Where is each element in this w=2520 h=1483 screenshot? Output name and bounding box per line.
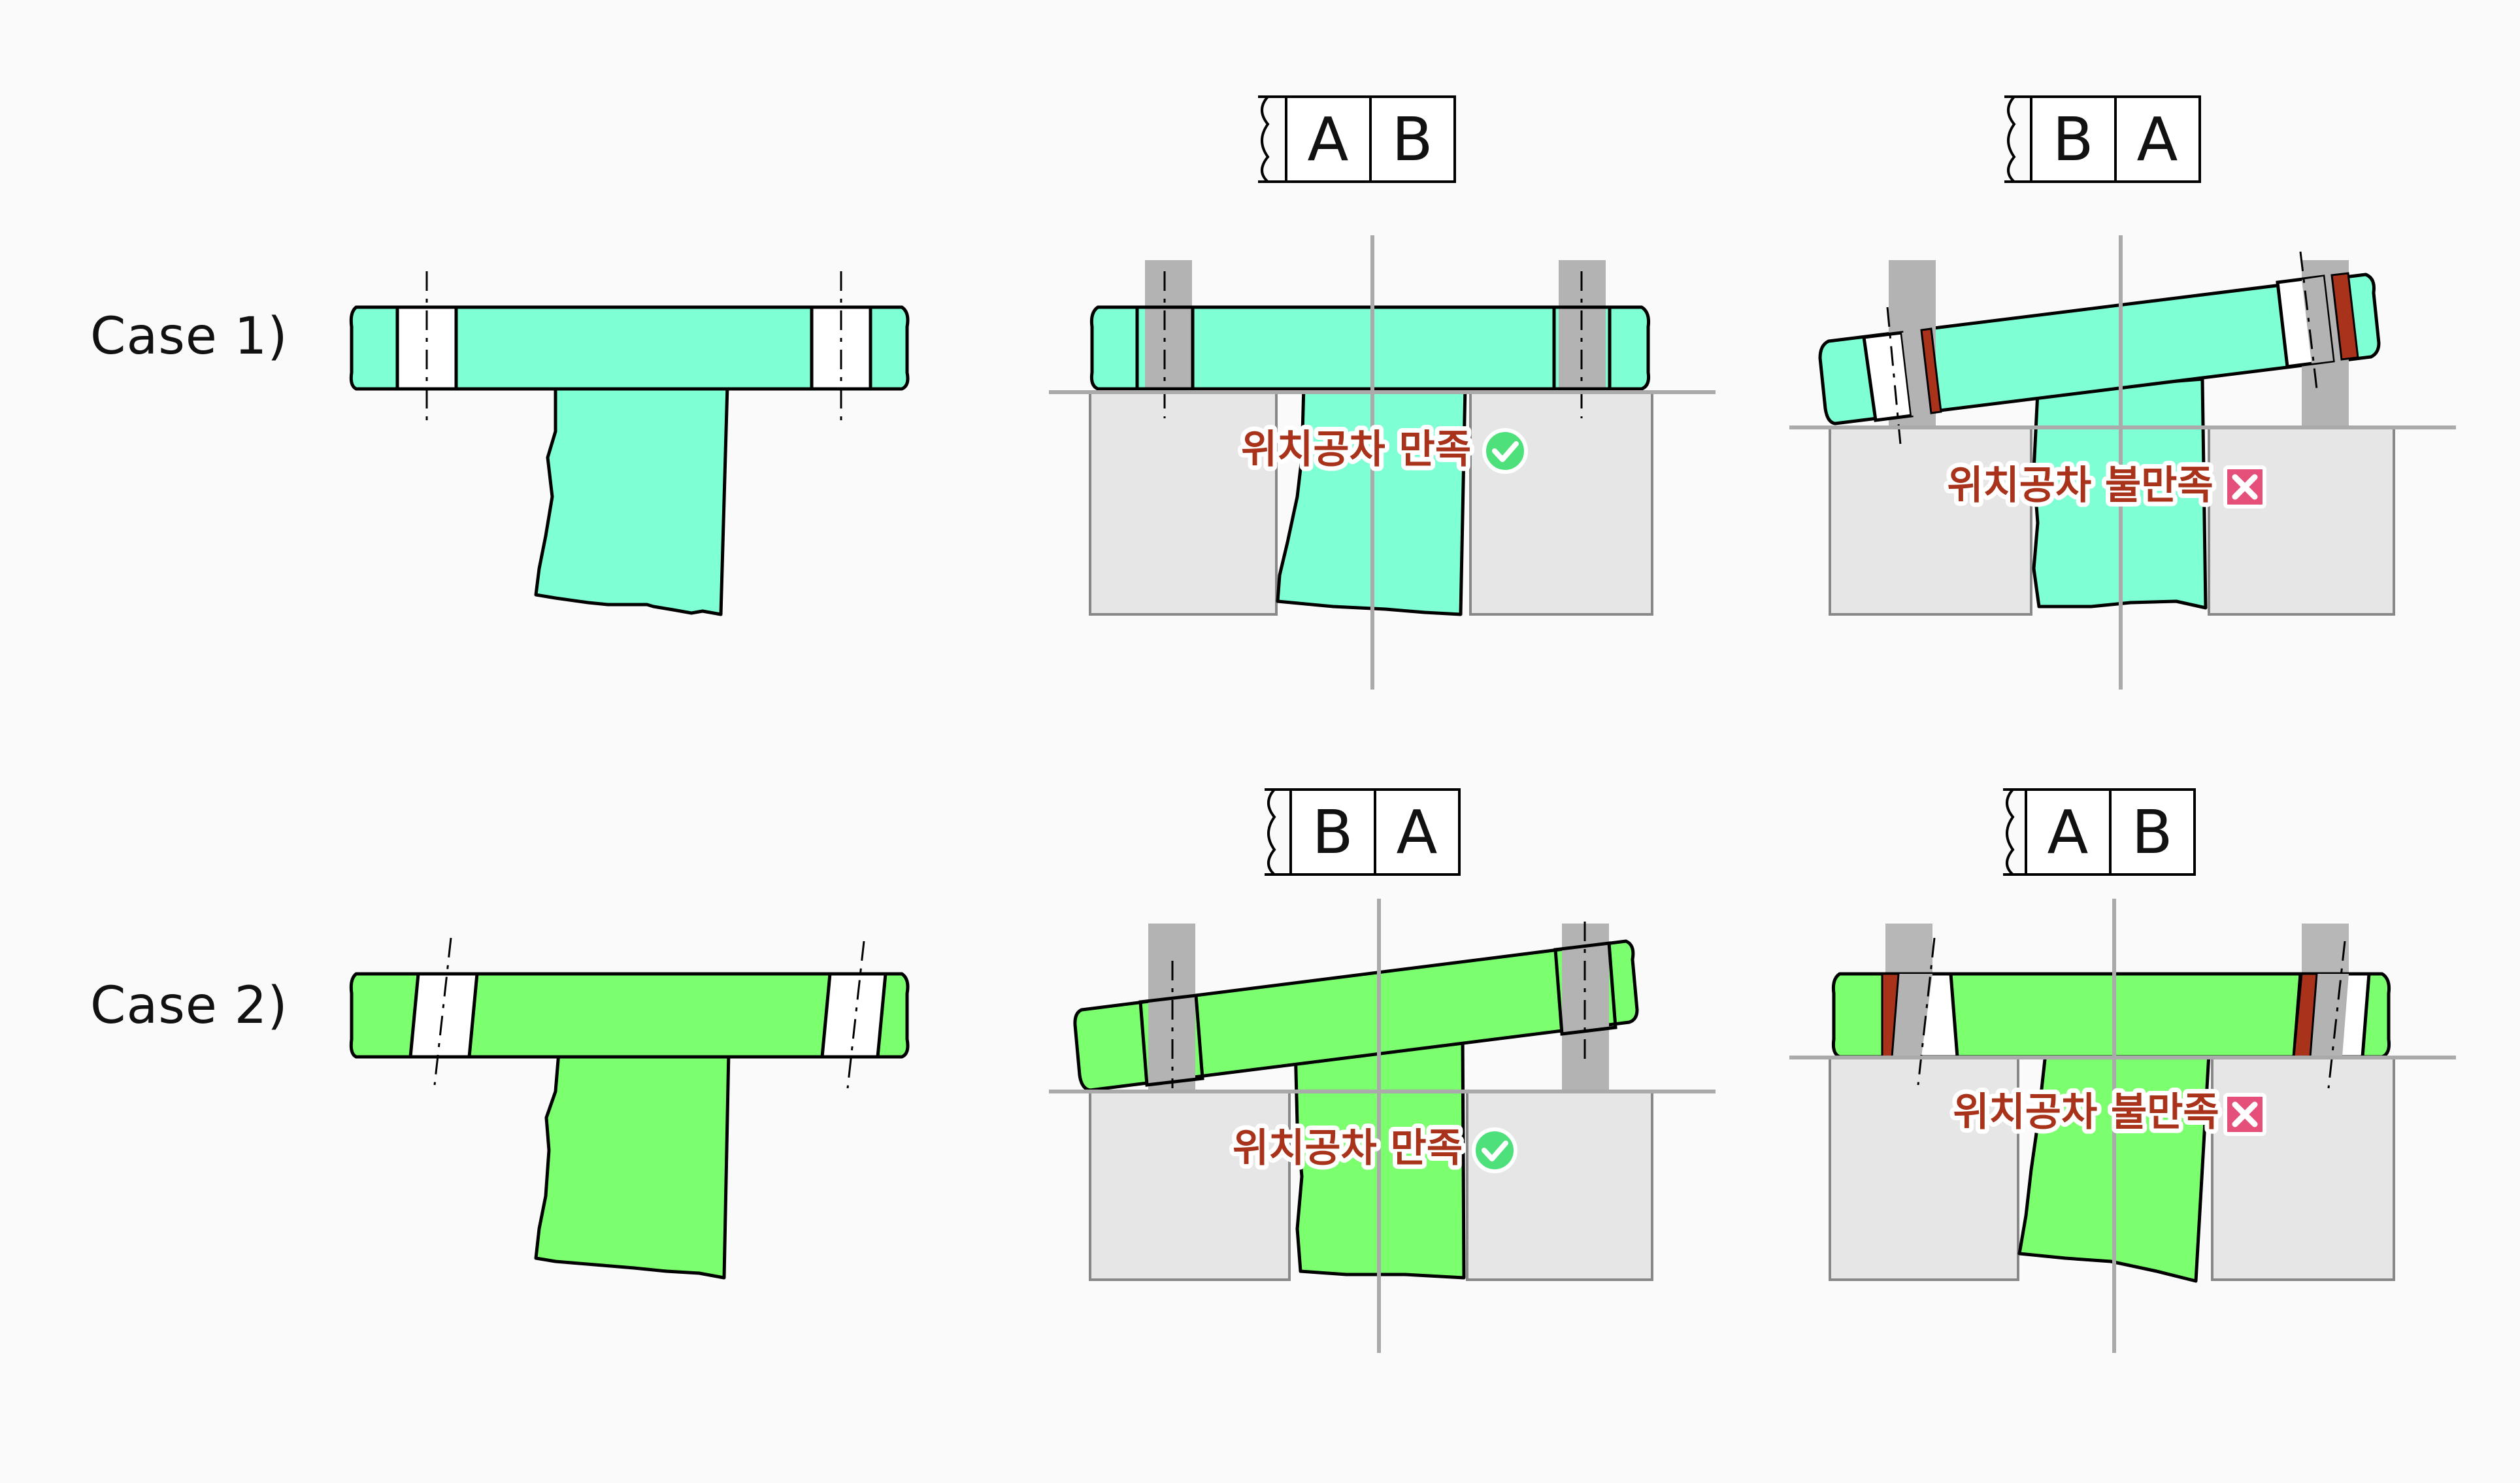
case-1-ab-datum-2: B [1391, 105, 1433, 175]
case-2-panel-ab: A B 위치공차 불만족 [1789, 788, 2456, 1353]
check-circle-icon [1482, 428, 1528, 474]
case-1-ab-datum-1: A [1308, 105, 1349, 175]
case-2-ab-status: 위치공차 불만족 [1953, 1090, 2219, 1135]
case-1-ba-datum-1: B [2052, 105, 2093, 175]
case-1-part [349, 271, 910, 616]
x-square-icon [2223, 1093, 2266, 1136]
check-circle-icon [1472, 1127, 1517, 1173]
x-square-icon [2223, 465, 2266, 508]
case-1-ab-status: 위치공차 만족 [1241, 427, 1471, 473]
case-1-ba-status: 위치공차 불만족 [1947, 463, 2213, 508]
case-2-panel-ba: B A 위치공차 만족 [1049, 788, 1716, 1353]
case-2-ba-datum-1: B [1312, 797, 1353, 867]
case-1-panel-ba: B A 위치공차 불만족 [1789, 95, 2456, 690]
case-2-label: Case 2) [90, 976, 288, 1035]
case-2-ba-status: 위치공차 만족 [1233, 1125, 1463, 1171]
case-2-ba-datum-2: A [1397, 797, 1438, 867]
case-2-ab-datum-1: A [2048, 797, 2089, 867]
case-1-ba-datum-2: A [2137, 105, 2178, 175]
case-2-ab-datum-2: B [2131, 797, 2172, 867]
case-2-part [349, 937, 910, 1280]
case-1-panel-ab: A B 위치공차 만족 [1049, 95, 1716, 690]
case-1-label: Case 1) [90, 307, 288, 366]
